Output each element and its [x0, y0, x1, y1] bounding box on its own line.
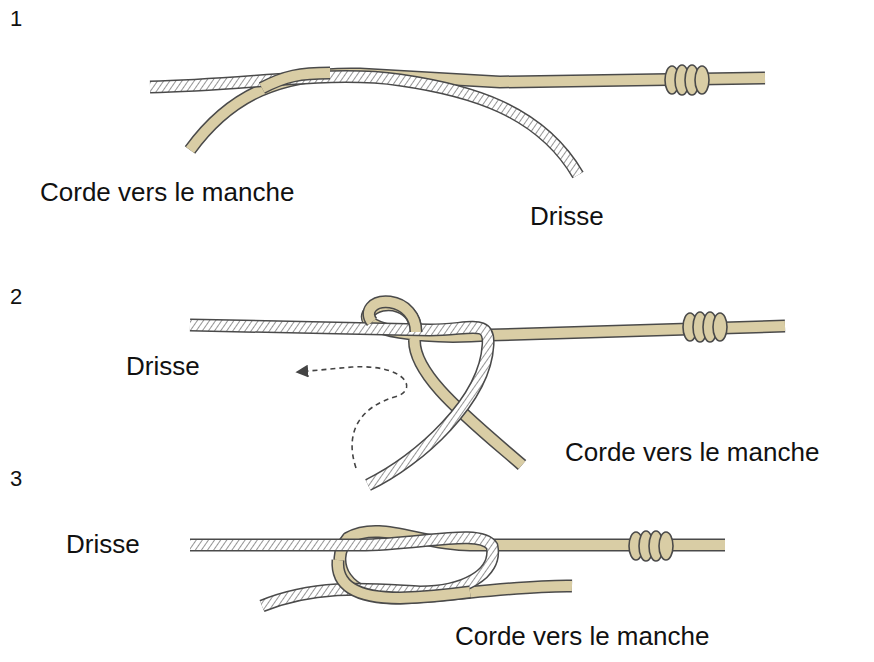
stopper-knot [665, 65, 709, 95]
step-number: 3 [10, 466, 22, 491]
step-number: 2 [10, 284, 22, 309]
rope-label: Corde vers le manche [455, 622, 709, 652]
step-number: 1 [10, 6, 22, 31]
stopper-knot [629, 531, 673, 561]
rope-label: Drisse [126, 352, 200, 382]
rope-label: Corde vers le manche [40, 178, 294, 208]
stopper-knot [683, 312, 727, 342]
panel-1-ropes [150, 65, 765, 175]
rope-label: Drisse [66, 530, 140, 560]
direction-arrow [298, 367, 407, 468]
panel-3-ropes [190, 531, 725, 606]
rope-label: Drisse [530, 202, 604, 232]
rope-label: Corde vers le manche [565, 438, 819, 468]
